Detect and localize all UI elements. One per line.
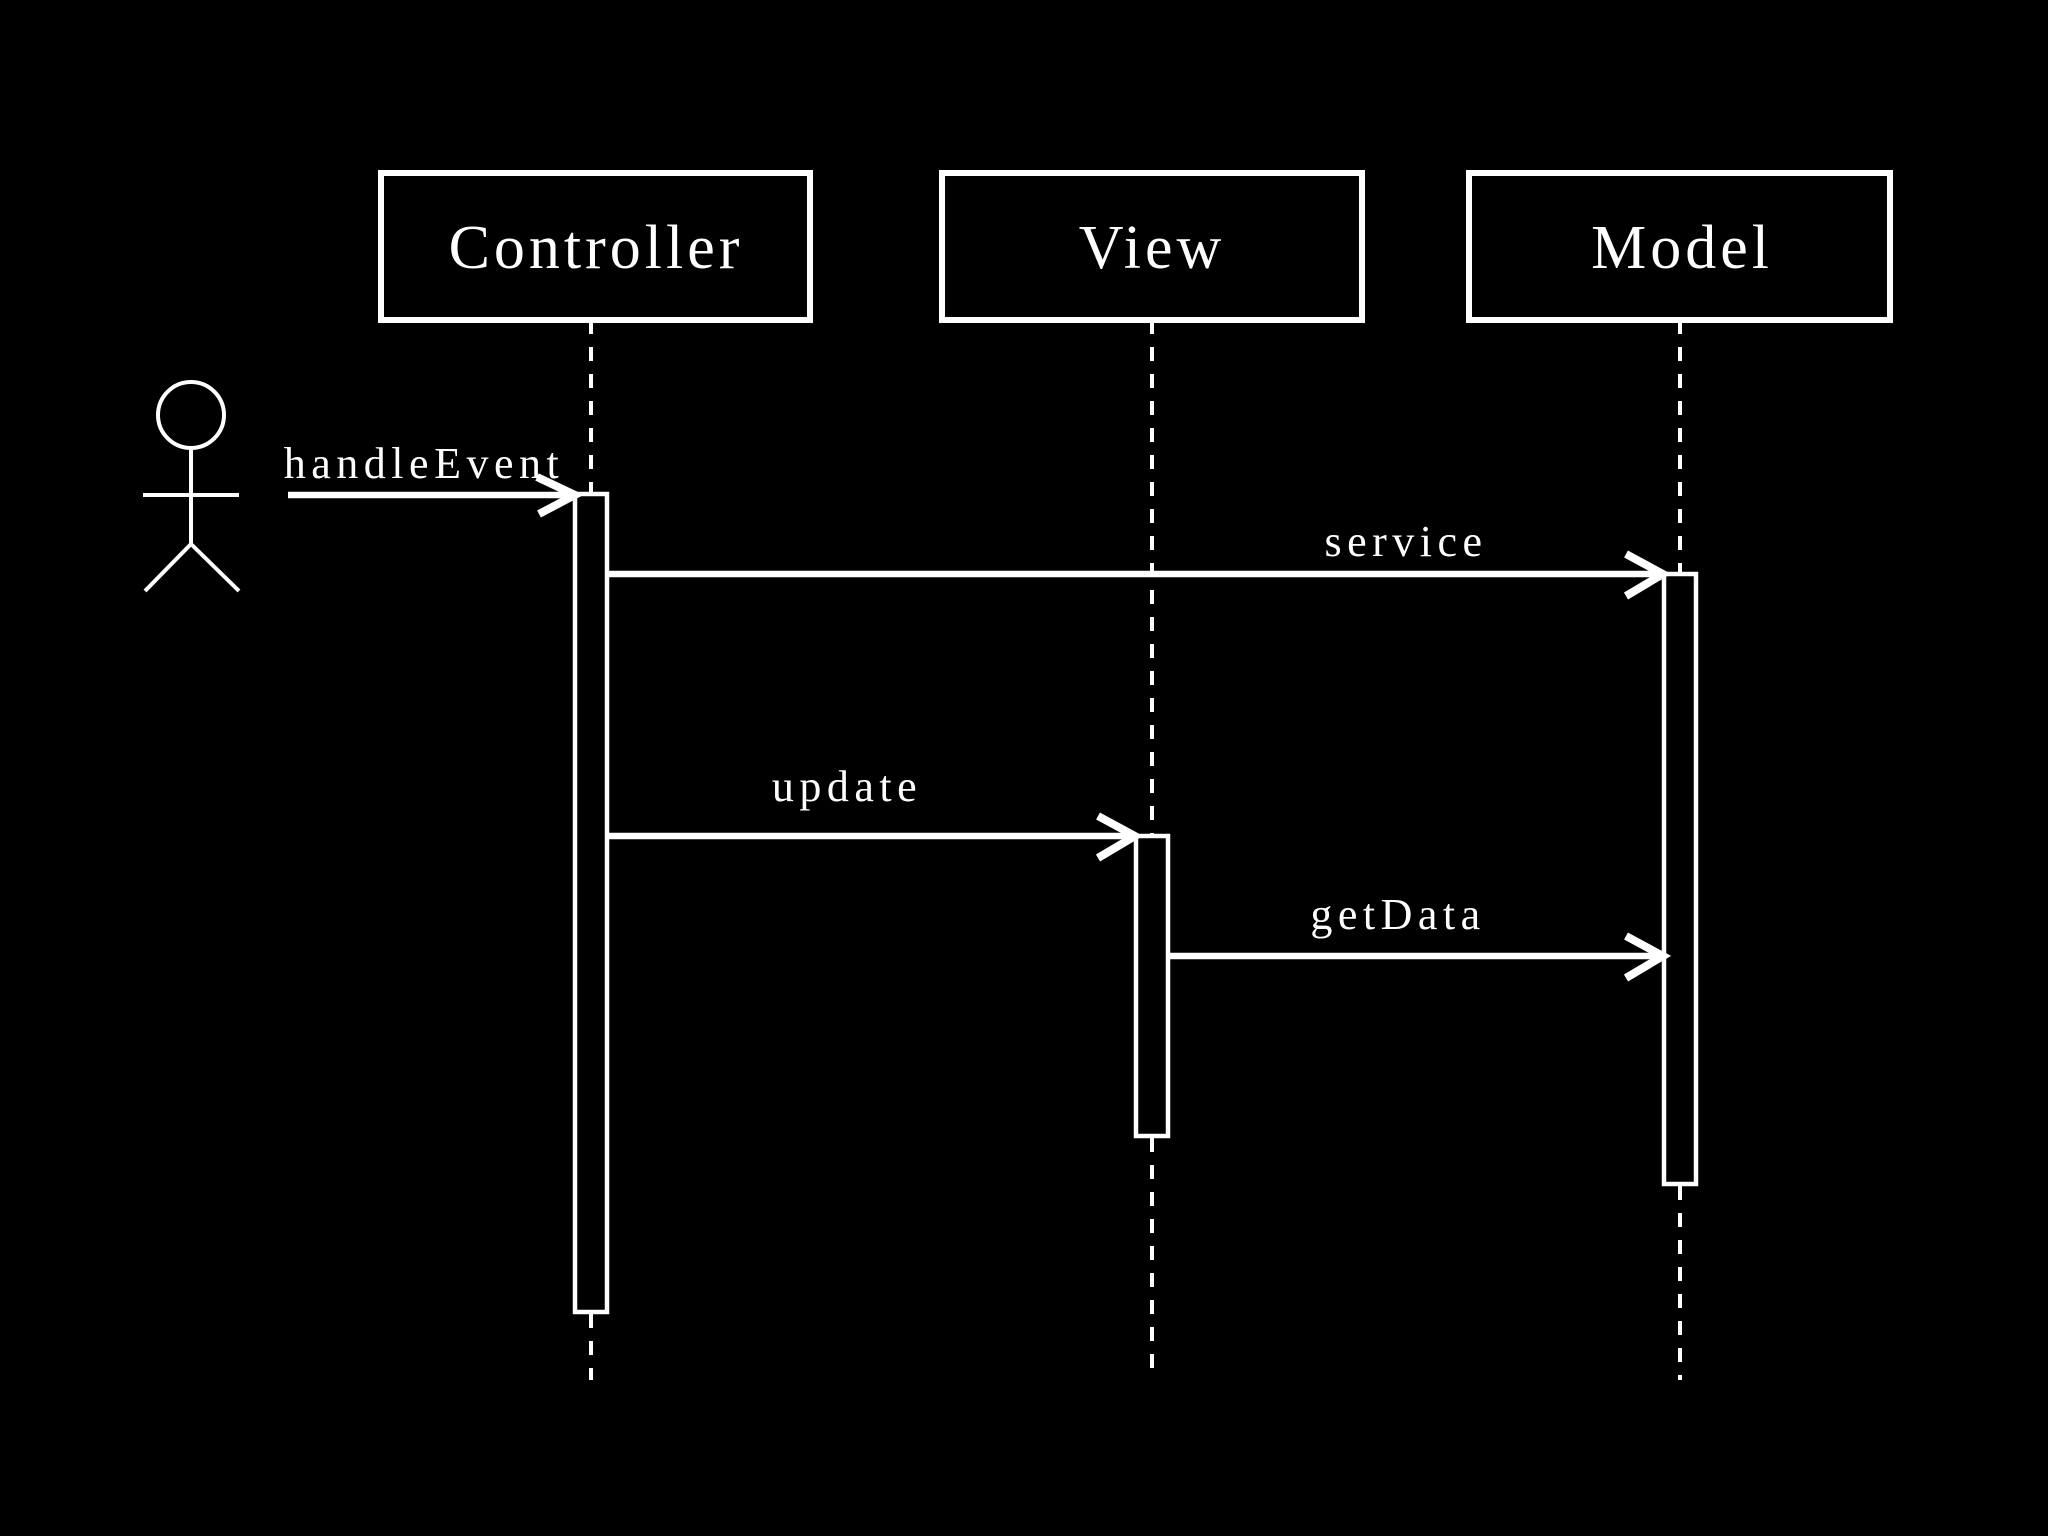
message-handleevent-arrowhead-icon [535,473,584,518]
message-getdata-label: getData [1310,890,1485,939]
message-getdata: getData [1168,890,1672,982]
message-service-label: service [1324,517,1487,566]
participant-model: Model [1466,170,1893,323]
participant-model-box [1466,170,1893,323]
message-handleevent: handleEvent [284,439,584,518]
message-getdata-arrowhead-icon [1623,932,1672,982]
participant-view-label: View [1079,214,1226,282]
participant-controller-box [378,170,813,323]
actor-head [156,380,226,450]
actor-left-leg [143,542,193,593]
activation-bar-model [1661,571,1699,1187]
participant-model-label: Model [1591,214,1773,282]
participant-controller-label: Controller [449,214,744,282]
message-update-arrowhead-icon [1095,812,1144,862]
message-update: update [607,762,1144,862]
message-service: service [607,517,1672,600]
message-handleevent-label: handleEvent [284,439,564,488]
message-update-label: update [772,762,922,811]
actor-right-leg [189,542,241,593]
activation-bar-view [1133,833,1171,1139]
message-service-arrowhead-icon [1623,550,1672,600]
participant-view: View [939,170,1365,323]
actor-figure [143,380,241,593]
participant-controller: Controller [378,170,813,323]
activation-bar-controller [572,491,610,1315]
participant-view-box [939,170,1365,323]
